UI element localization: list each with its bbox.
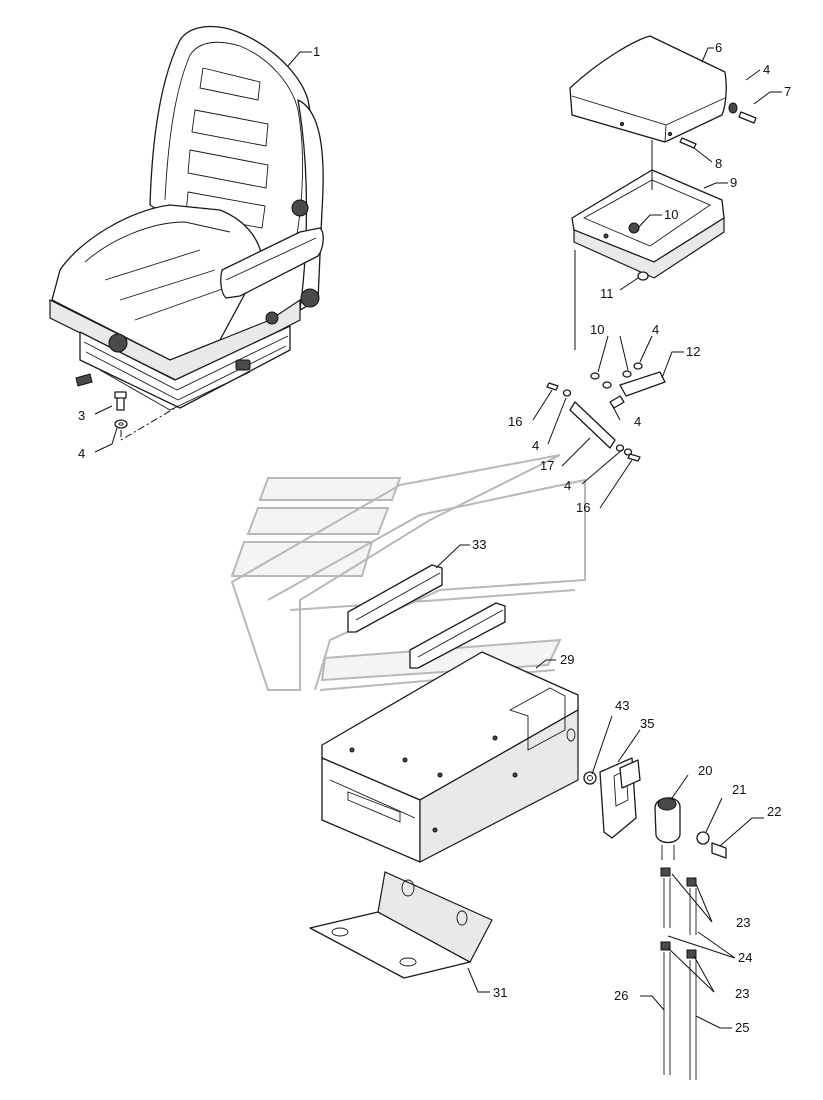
callout-20: 20 bbox=[698, 763, 712, 778]
callout-35: 35 bbox=[640, 716, 654, 731]
bracket-hardware bbox=[546, 362, 666, 462]
callout-4: 4 bbox=[564, 478, 571, 493]
cushion-6 bbox=[569, 35, 727, 143]
screw-7 bbox=[738, 111, 757, 124]
box-29 bbox=[321, 651, 579, 863]
callout-25: 25 bbox=[735, 1020, 749, 1035]
callout-24: 24 bbox=[738, 950, 752, 965]
nut-11 bbox=[637, 271, 649, 281]
callout-10: 10 bbox=[664, 207, 678, 222]
callout-8: 8 bbox=[715, 156, 722, 171]
bolt-3 bbox=[114, 391, 127, 411]
wire-24 bbox=[663, 878, 697, 935]
assembly-line-seat bbox=[120, 407, 176, 441]
leader-lines bbox=[94, 47, 782, 1029]
connector-23-upper bbox=[660, 867, 697, 887]
tray-frame-9 bbox=[571, 169, 725, 279]
seat-assembly bbox=[49, 25, 324, 411]
callout-22: 22 bbox=[767, 804, 781, 819]
bracket-35 bbox=[599, 757, 641, 839]
washer-4-seat bbox=[114, 419, 128, 429]
callout-29: 29 bbox=[560, 652, 574, 667]
callout-labels: 1 3 4 6 4 7 8 9 10 11 10 4 12 16 4 4 17 … bbox=[78, 40, 791, 1035]
callout-33: 33 bbox=[472, 537, 486, 552]
callout-26: 26 bbox=[614, 988, 628, 1003]
callout-4: 4 bbox=[532, 438, 539, 453]
link-17 bbox=[569, 401, 616, 449]
bolt-22 bbox=[711, 842, 727, 859]
washer-21 bbox=[696, 831, 710, 845]
callout-7: 7 bbox=[784, 84, 791, 99]
callout-43: 43 bbox=[615, 698, 629, 713]
callout-4: 4 bbox=[652, 322, 659, 337]
wire-25 bbox=[689, 960, 697, 1080]
watermark-logo bbox=[230, 454, 586, 691]
callout-12: 12 bbox=[686, 344, 700, 359]
callout-4: 4 bbox=[78, 446, 85, 461]
link-12 bbox=[619, 371, 666, 397]
callout-17: 17 bbox=[540, 458, 554, 473]
washer-4-cushion bbox=[728, 102, 738, 114]
connector-23-lower bbox=[660, 941, 697, 959]
callout-11: 11 bbox=[600, 286, 614, 301]
callout-16: 16 bbox=[508, 414, 522, 429]
callout-9: 9 bbox=[730, 175, 737, 190]
callout-4: 4 bbox=[763, 62, 770, 77]
callout-21: 21 bbox=[732, 782, 746, 797]
wire-26 bbox=[663, 952, 671, 1075]
nut-43 bbox=[583, 771, 597, 785]
callout-23: 23 bbox=[735, 986, 749, 1001]
plate-31 bbox=[309, 871, 493, 979]
switch-20 bbox=[654, 797, 681, 860]
callout-3: 3 bbox=[78, 408, 85, 423]
rail-33-lower bbox=[409, 602, 506, 669]
pin-8 bbox=[679, 137, 697, 149]
callout-16: 16 bbox=[576, 500, 590, 515]
callout-6: 6 bbox=[715, 40, 722, 55]
callout-31: 31 bbox=[493, 985, 507, 1000]
callout-4: 4 bbox=[634, 414, 641, 429]
callout-23: 23 bbox=[736, 915, 750, 930]
callout-10: 10 bbox=[590, 322, 604, 337]
callout-1: 1 bbox=[313, 44, 320, 59]
rail-33-upper bbox=[347, 564, 443, 633]
